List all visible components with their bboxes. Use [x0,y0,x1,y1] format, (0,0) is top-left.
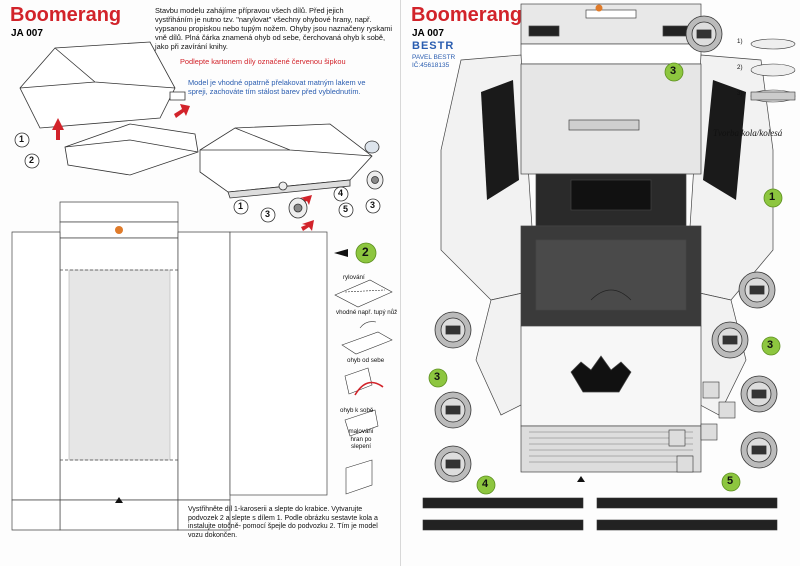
fold-diagram [334,279,393,495]
rear-panel [520,3,702,65]
callout-number: 4 [482,478,489,490]
fold-label-scoring: rylování [343,274,365,281]
alignment-dot [115,226,123,234]
axle-strips [422,497,778,531]
intro-text: Stavbu modelu zahájíme přípravou všech d… [155,6,393,51]
wheel [740,431,778,469]
fold-label-tool: vhodné např. tupý nůž [336,309,398,316]
wheel [434,391,472,429]
wheel-caption: Tvorba kola/kolesá [713,128,783,138]
fold-label-away: ohyb od sebe [347,357,385,364]
wheel-steps [750,38,796,103]
sheet-title: Boomerang [10,4,122,26]
wheel [740,375,778,413]
callout-number: 3 [767,339,774,351]
wheels [434,15,778,483]
wheel [434,311,472,349]
wheel [685,15,723,53]
brand-details: PAVEL BESTR IČ:45618135 [412,54,456,69]
callout-number: 1 [238,201,244,211]
fold-label-toward: ohyb k sobě [340,407,374,414]
right-parts-sheet: Boomerang JA 007 BESTR PAVEL BESTR IČ:45… [401,0,800,566]
assembly-mark [115,497,123,503]
callout-number: 1 [769,191,776,203]
step-label: 1) [737,38,743,45]
wheel [711,321,749,359]
red-arrows [52,104,314,231]
model-code: JA 007 [11,28,43,39]
chassis-net [11,201,328,531]
callout-number: 5 [727,475,734,487]
assembly-instructions: Vystřihněte díl 1-karoserii a slepte do … [188,506,378,539]
assembly-illustration [11,41,393,531]
step-label: 2) [737,64,743,71]
brand-logo: BESTR [412,40,455,52]
fold-label-paint: malování hran po slepení [348,428,374,450]
assembly-mark [577,476,585,482]
callout-circles [14,132,381,223]
callout-number: 3 [265,209,271,219]
roof-hood [520,63,702,473]
left-instruction-sheet: Boomerang JA 007 Stavbu modelu zahájíme … [10,0,401,566]
sheet-title: Boomerang [411,4,523,26]
callout-number: 3 [370,200,376,210]
body-net-illustration [422,3,796,531]
car-body-sketch [19,41,186,129]
assembled-car-sketch [199,123,384,219]
callout-number: 4 [338,188,344,198]
alignment-dot [595,4,603,12]
callout-number: 1 [19,134,25,144]
callout-number: 2 [29,155,35,165]
callout-number: 3 [434,371,441,383]
varnish-note: Model je vhodné opatrně přelakovat matný… [188,78,366,96]
callouts-green [428,62,783,495]
model-code: JA 007 [412,28,444,39]
callout-number: 3 [670,65,677,77]
wheel [738,271,776,309]
wheel [434,445,472,483]
step-label: 3) [737,90,743,97]
chassis-sketch [64,123,199,176]
callout-number: 5 [343,204,349,214]
callout-number-green: 2 [362,245,369,259]
left-window [481,80,746,200]
hub-caps [668,381,736,473]
callout-2-green [334,242,377,264]
red-arrow-note: Podlepte kartonem díly označené červenou… [180,57,346,66]
